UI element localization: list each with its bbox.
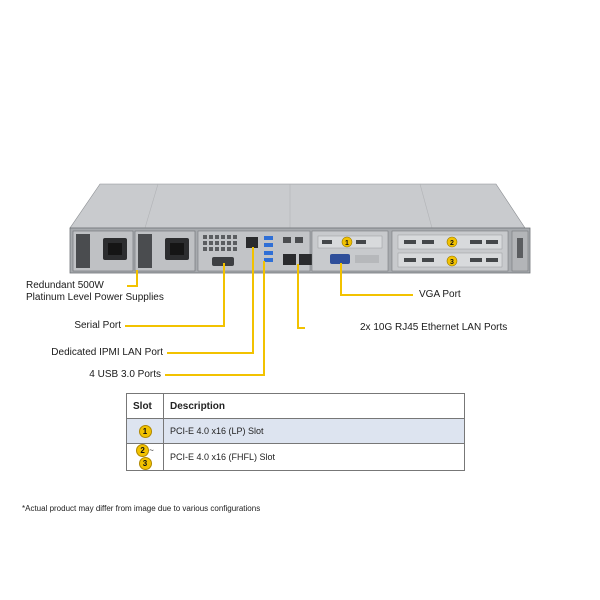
slot-column-header: Slot <box>126 393 164 419</box>
vga-port-label: VGA Port <box>419 289 461 300</box>
psu-callout-line <box>127 270 138 287</box>
lan-callout-line <box>297 264 305 329</box>
slot-badge: 1 <box>138 424 152 438</box>
table-row: 2~3 PCI-E 4.0 x16 (FHFL) Slot <box>126 443 465 471</box>
vga-port <box>330 254 350 264</box>
slot-1-badge: 1 <box>341 236 353 248</box>
slot-cell: 1 <box>126 418 164 444</box>
usb-port <box>264 243 273 247</box>
ipmi-port-label: Dedicated IPMI LAN Port <box>51 347 163 358</box>
slot-badge: 2 <box>136 444 150 457</box>
slot-cell: 2~3 <box>126 443 164 471</box>
description-column-header: Description <box>163 393 465 419</box>
io-panel <box>197 230 312 272</box>
psu-label-line1: Redundant 500W <box>26 280 104 291</box>
lan-port-2 <box>299 254 312 265</box>
psu-label-line2: Platinum Level Power Supplies <box>26 292 164 303</box>
slot-2-badge: 2 <box>446 236 458 248</box>
lan-port-1 <box>283 254 296 265</box>
slot-description-table: Slot Description 1 PCI-E 4.0 x16 (LP) Sl… <box>126 393 465 471</box>
svg-text:3: 3 <box>450 259 454 266</box>
chassis-top <box>69 183 526 229</box>
usb-ports-label: 4 USB 3.0 Ports <box>89 369 161 380</box>
slot-3-badge: 3 <box>446 255 458 267</box>
ipmi-lan-port <box>246 237 258 248</box>
description-cell: PCI-E 4.0 x16 (LP) Slot <box>163 418 465 444</box>
vga-callout-line <box>340 263 413 296</box>
low-profile-slot-area <box>311 230 389 272</box>
usb-port <box>264 236 273 240</box>
power-supply-1 <box>72 230 134 272</box>
footnote: *Actual product may differ from image du… <box>22 504 261 513</box>
serial-port-label: Serial Port <box>74 320 121 331</box>
serial-port <box>212 257 234 266</box>
slot-badge: 3 <box>138 457 152 470</box>
usb-port <box>264 258 273 262</box>
svg-text:1: 1 <box>345 240 349 247</box>
svg-text:2: 2 <box>450 240 454 247</box>
power-supply-2 <box>134 230 196 272</box>
usb-port <box>264 251 273 255</box>
serial-callout-line <box>125 263 225 327</box>
description-cell: PCI-E 4.0 x16 (FHFL) Slot <box>163 443 465 471</box>
table-header-row: Slot Description <box>126 393 465 419</box>
ipmi-callout-line <box>167 247 254 354</box>
table-row: 1 PCI-E 4.0 x16 (LP) Slot <box>126 418 465 444</box>
usb-callout-line <box>165 261 265 376</box>
slot-range-separator: ~ <box>149 446 154 455</box>
lan-ports-label: 2x 10G RJ45 Ethernet LAN Ports <box>360 322 508 333</box>
